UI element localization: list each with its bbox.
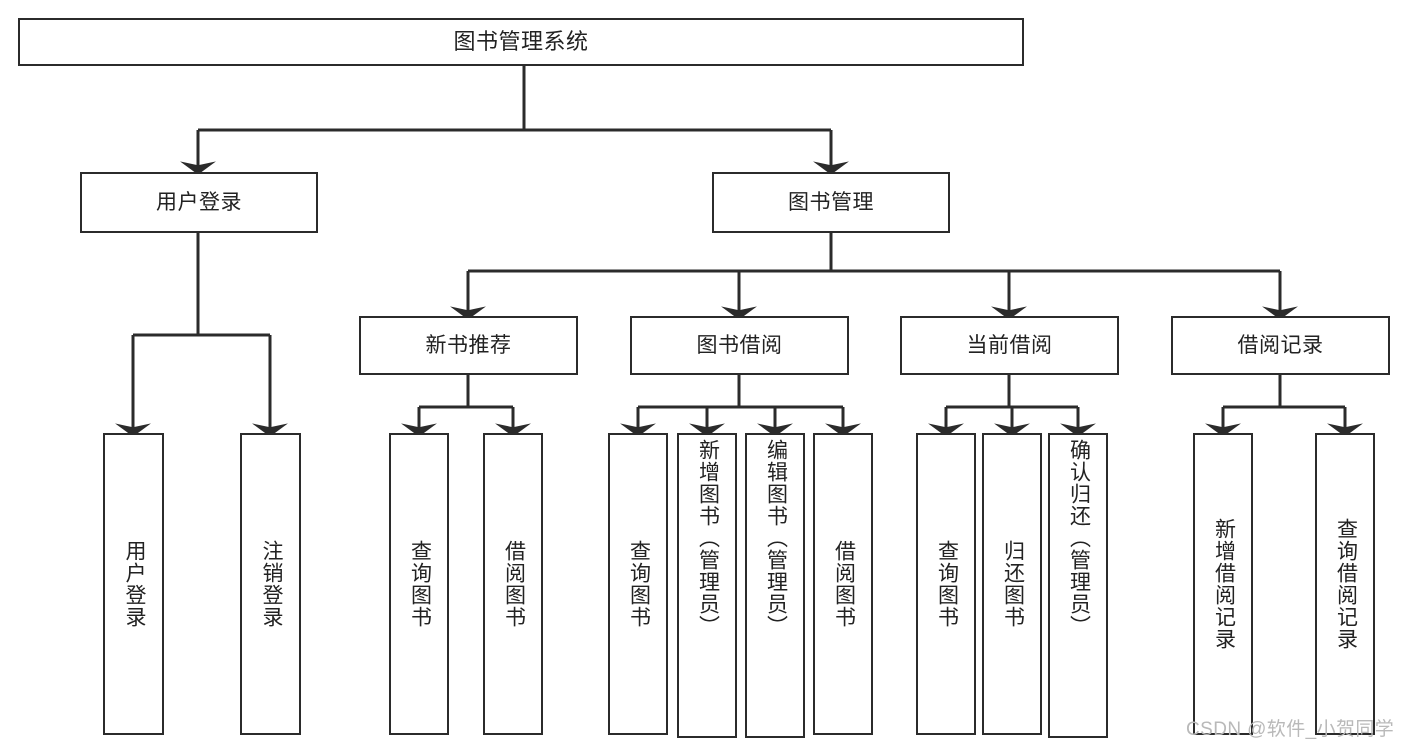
leaf-borrow-book-1[interactable]: 借阅图书 bbox=[483, 433, 543, 735]
node-current-borrow[interactable]: 当前借阅 bbox=[900, 316, 1119, 375]
leaf-query-borrow-record[interactable]: 查询借阅记录 bbox=[1315, 433, 1375, 735]
node-root-label: 图书管理系统 bbox=[453, 28, 589, 54]
node-borrow-record[interactable]: 借阅记录 bbox=[1171, 316, 1390, 375]
leaf-confirm-return-admin-label: 确认归还（管理员） bbox=[1067, 439, 1091, 637]
node-new-book-recommend[interactable]: 新书推荐 bbox=[359, 316, 578, 375]
leaf-logout-login-label: 注销登录 bbox=[259, 540, 283, 628]
leaf-borrow-book-2-label: 借阅图书 bbox=[832, 540, 856, 628]
leaf-user-login-label: 用户登录 bbox=[122, 540, 146, 628]
node-new-book-recommend-label: 新书推荐 bbox=[425, 333, 512, 357]
leaf-add-book-admin[interactable]: 新增图书（管理员） bbox=[677, 433, 737, 738]
leaf-user-login[interactable]: 用户登录 bbox=[103, 433, 164, 735]
leaf-query-book-3-label: 查询图书 bbox=[935, 540, 959, 628]
leaf-query-book-1[interactable]: 查询图书 bbox=[389, 433, 449, 735]
leaf-edit-book-admin[interactable]: 编辑图书（管理员） bbox=[745, 433, 805, 738]
leaf-add-borrow-record[interactable]: 新增借阅记录 bbox=[1193, 433, 1253, 735]
leaf-query-book-3[interactable]: 查询图书 bbox=[916, 433, 976, 735]
leaf-logout-login[interactable]: 注销登录 bbox=[240, 433, 301, 735]
leaf-query-book-2-label: 查询图书 bbox=[627, 540, 651, 628]
leaf-confirm-return-admin[interactable]: 确认归还（管理员） bbox=[1048, 433, 1108, 738]
leaf-edit-book-admin-label: 编辑图书（管理员） bbox=[764, 439, 788, 637]
leaf-query-book-2[interactable]: 查询图书 bbox=[608, 433, 668, 735]
node-book-management-label: 图书管理 bbox=[788, 190, 874, 214]
node-book-borrow[interactable]: 图书借阅 bbox=[630, 316, 849, 375]
node-user-login[interactable]: 用户登录 bbox=[80, 172, 318, 233]
node-user-login-label: 用户登录 bbox=[156, 190, 242, 214]
leaf-return-book[interactable]: 归还图书 bbox=[982, 433, 1042, 735]
leaf-add-borrow-record-label: 新增借阅记录 bbox=[1212, 518, 1236, 650]
leaf-query-book-1-label: 查询图书 bbox=[408, 540, 432, 628]
node-book-borrow-label: 图书借阅 bbox=[696, 333, 783, 357]
csdn-watermark: CSDN @软件_小贺同学 bbox=[1186, 719, 1395, 740]
leaf-return-book-label: 归还图书 bbox=[1001, 540, 1025, 628]
node-root[interactable]: 图书管理系统 bbox=[18, 18, 1024, 66]
node-borrow-record-label: 借阅记录 bbox=[1237, 333, 1324, 357]
leaf-add-book-admin-label: 新增图书（管理员） bbox=[696, 439, 720, 637]
leaf-query-borrow-record-label: 查询借阅记录 bbox=[1334, 518, 1358, 650]
node-book-management[interactable]: 图书管理 bbox=[712, 172, 950, 233]
node-current-borrow-label: 当前借阅 bbox=[966, 333, 1053, 357]
leaf-borrow-book-2[interactable]: 借阅图书 bbox=[813, 433, 873, 735]
leaf-borrow-book-1-label: 借阅图书 bbox=[502, 540, 526, 628]
